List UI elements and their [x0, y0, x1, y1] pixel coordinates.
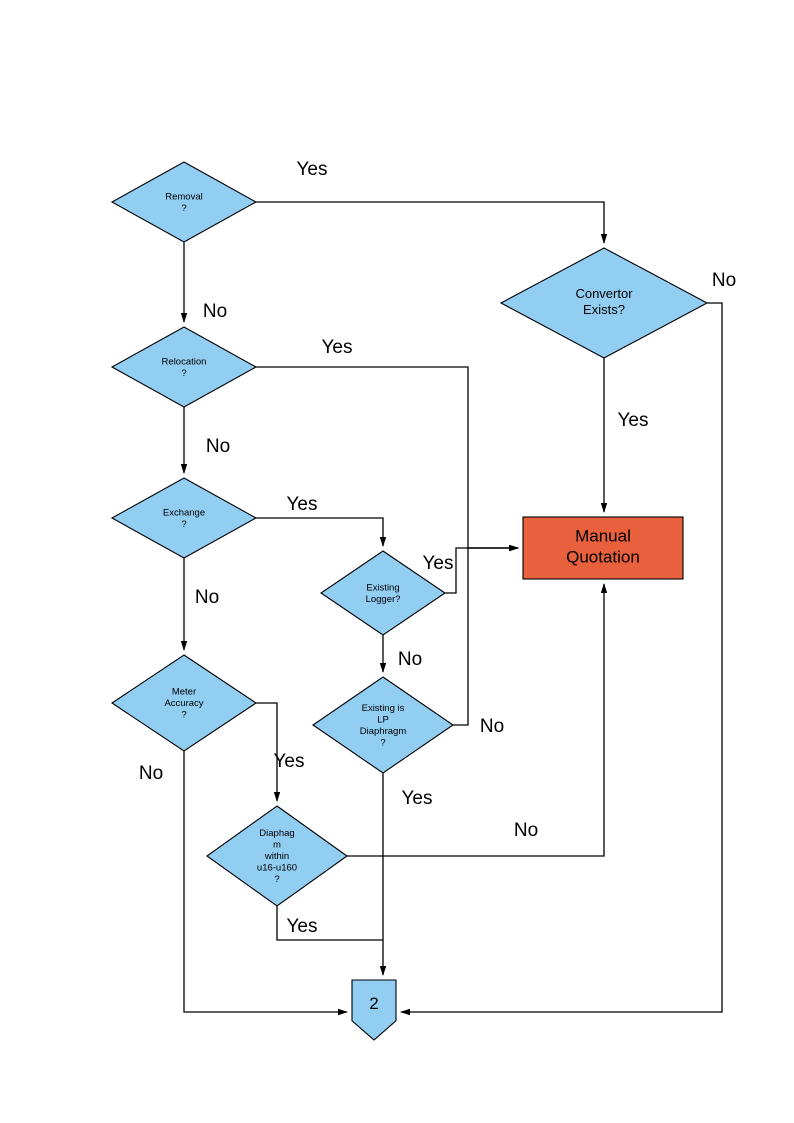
edge-label-lp-diaphragm-yes: Yes: [402, 788, 433, 809]
edges-layer: [180, 201, 723, 1016]
edge-lp-no-to-manual: [453, 544, 519, 726]
edge-label-removal-yes: Yes: [297, 159, 328, 180]
edge-removal-to-convertor-exists: [256, 201, 608, 244]
edge-label-exchange-yes: Yes: [287, 494, 318, 515]
edge-removal-yes-to-convertor: [256, 201, 608, 244]
edge-logger-yes-to-manual: [445, 544, 519, 594]
edge-diaphagm-range-to-manual-quotation: [347, 583, 608, 857]
node-connector-2[interactable]: 2: [351, 979, 397, 1041]
edge-label-diaphagm-yes: Yes: [287, 916, 318, 937]
node-label-removal: Removal?: [165, 191, 203, 214]
edge-label-existing-logger-no: No: [398, 649, 422, 670]
node-exchange[interactable]: Exchange?: [110, 477, 258, 559]
process-shape[interactable]: [522, 516, 684, 580]
edge-label-relocation-yes: Yes: [322, 337, 353, 358]
edge-label-removal-no: No: [203, 301, 227, 322]
edge-label-meter-accuracy-no: No: [139, 763, 163, 784]
edge-label-exchange-no: No: [195, 587, 219, 608]
decision-shape[interactable]: [206, 805, 348, 907]
edge-diaphagm-yes-to-connector2: [276, 906, 383, 941]
edge-label-existing-logger-yes: Yes: [423, 553, 454, 574]
edge-meter-accuracy-to-connector-2: [183, 751, 348, 1016]
edge-meter-accuracy-to-diaphagm-range: [256, 702, 281, 802]
node-label-exchange: Exchange?: [163, 507, 205, 530]
node-label-relocation: Relocation?: [162, 356, 207, 379]
edge-label-convertor-yes: Yes: [618, 410, 649, 431]
decision-shape[interactable]: [499, 247, 709, 359]
decision-shape[interactable]: [110, 326, 258, 408]
connector-shape[interactable]: [351, 979, 397, 1041]
edge-existing-logger-to-manual-quotation: [445, 544, 519, 594]
edge-existing-lp-diaphragm-to-manual-quotation: [453, 544, 519, 726]
node-removal[interactable]: Removal?: [110, 161, 258, 243]
decision-shape[interactable]: [320, 550, 446, 636]
edge-meter-no-to-connector2: [183, 751, 348, 1016]
edge-label-lp-diaphragm-no: No: [480, 716, 504, 737]
decision-shape[interactable]: [110, 161, 258, 243]
edge-diaphagm-range-to-connector-2: [276, 906, 383, 941]
edge-label-convertor-no-bottom: No: [514, 820, 538, 841]
edge-convertor-no-to-connector2: [400, 302, 723, 1016]
edge-diaphagm-no-to-manual: [347, 583, 608, 857]
edge-relocation-yes-to-manual: [256, 366, 519, 552]
node-relocation[interactable]: Relocation?: [110, 326, 258, 408]
edge-relocation-to-manual-quotation: [256, 366, 519, 552]
edge-meter-yes-to-diaphagm: [256, 702, 281, 802]
decision-shape[interactable]: [312, 676, 454, 774]
decision-shape[interactable]: [110, 477, 258, 559]
edge-exchange-to-existing-logger: [256, 517, 387, 547]
decision-shape[interactable]: [111, 654, 257, 752]
edge-label-relocation-no: No: [206, 436, 230, 457]
node-label-connector-2: 2: [369, 994, 378, 1013]
edge-label-meter-accuracy-yes: Yes: [274, 751, 305, 772]
edge-convertor-exists-to-connector-2: [400, 302, 723, 1016]
edge-exchange-yes-to-logger: [256, 517, 387, 547]
edge-label-convertor-no: No: [712, 270, 736, 291]
